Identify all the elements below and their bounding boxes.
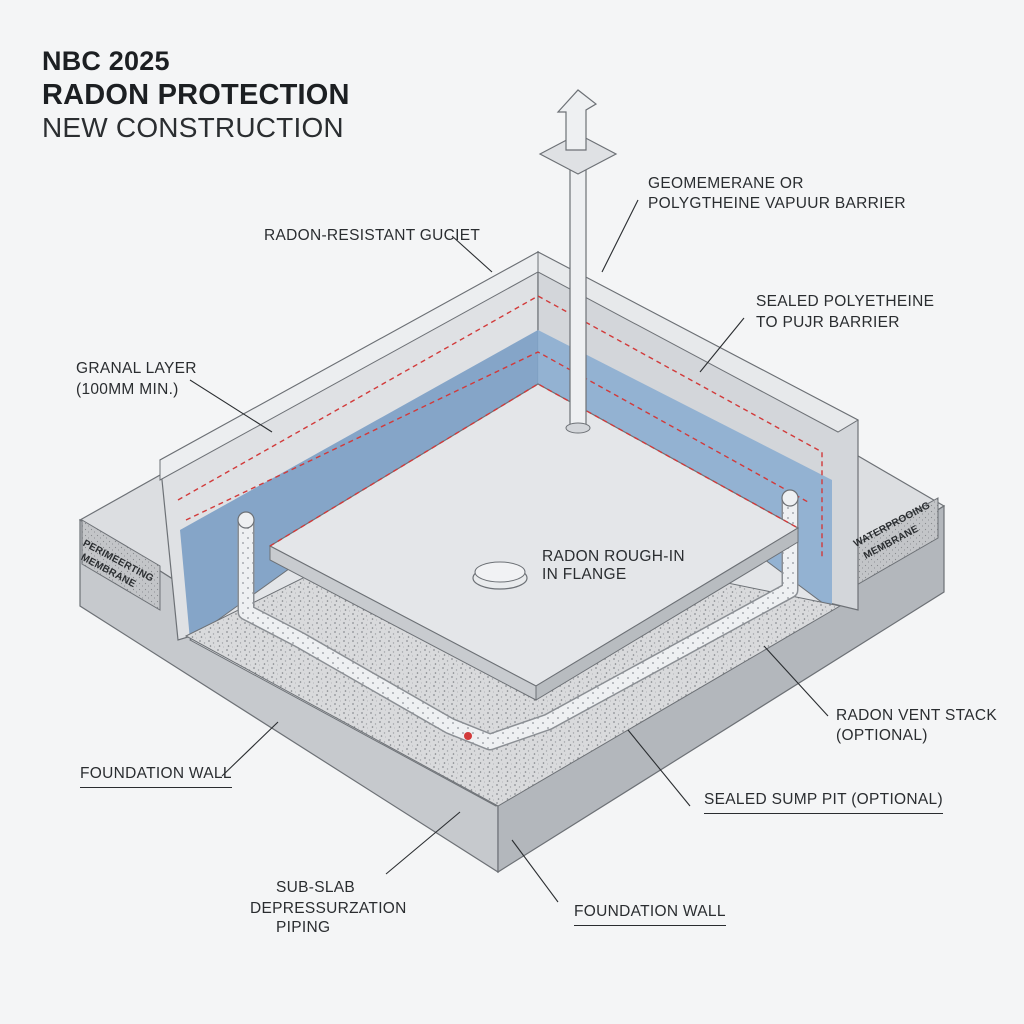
- pipe-cap-left: [237, 511, 255, 529]
- pipe-cap-right: [781, 489, 799, 507]
- label-radon-resistant-gasket: RADON-RESISTANT GUCIET: [264, 227, 481, 244]
- slab-right-edge: [535, 527, 799, 701]
- sealed-line-inner: [185, 351, 809, 521]
- label-sub-slab-line2: DEPRESSURZATION: [250, 900, 407, 917]
- label-vent-stack-line1: RADON VENT STACK: [836, 707, 997, 724]
- label-geomembrane-line1: GEOMEMERANE OR: [648, 175, 804, 192]
- leader-granular: [189, 379, 273, 433]
- title-line-2: RADON PROTECTION: [42, 79, 350, 111]
- waterproofing-membrane-left: [81, 519, 161, 611]
- leader-foundation-bottom: [511, 839, 559, 903]
- leader-geomembrane: [601, 199, 639, 273]
- vent-arrow-icon: [556, 89, 598, 151]
- label-granular-line2: (100MM MIN.): [76, 381, 179, 398]
- title-line-1: NBC 2025: [42, 46, 170, 76]
- vapour-barrier-left: [180, 330, 538, 640]
- label-rough-in-line1: RADON ROUGH-IN: [542, 548, 685, 565]
- leader-foundation-left: [221, 721, 279, 777]
- leader-sump: [627, 729, 691, 807]
- label-sub-slab-line3: PIPING: [276, 919, 331, 936]
- vent-stack-pipe: [569, 159, 587, 429]
- title-line-3: NEW CONSTRUCTION: [42, 112, 344, 143]
- wall-top-right: [537, 251, 860, 433]
- leader-sub-slab: [385, 811, 461, 875]
- label-geomembrane-line2: POLYGTHEINE VAPUUR BARRIER: [648, 195, 906, 212]
- label-sealed-sump-pit: SEALED SUMP PIT (OPTIONAL): [704, 790, 943, 814]
- label-rough-in-line2: IN FLANGE: [542, 566, 627, 583]
- label-sealed-poly-line2: TO PUJR BARRIER: [756, 314, 900, 331]
- vent-cap-plate: [538, 133, 618, 175]
- leader-sealed-poly: [699, 317, 745, 373]
- pipe-fitting: [464, 732, 472, 740]
- label-vent-stack-line2: (OPTIONAL): [836, 727, 928, 744]
- leader-vent-stack: [763, 645, 829, 717]
- label-foundation-wall-bottom: FOUNDATION WALL: [574, 902, 726, 926]
- leader-gasket: [451, 235, 493, 273]
- label-foundation-wall-left: FOUNDATION WALL: [80, 764, 232, 788]
- label-sealed-poly-line1: SEALED POLYETHEINE: [756, 293, 935, 310]
- label-sub-slab-line1: SUB-SLAB: [276, 879, 356, 896]
- label-granular-line1: GRANAL LAYER: [76, 360, 197, 377]
